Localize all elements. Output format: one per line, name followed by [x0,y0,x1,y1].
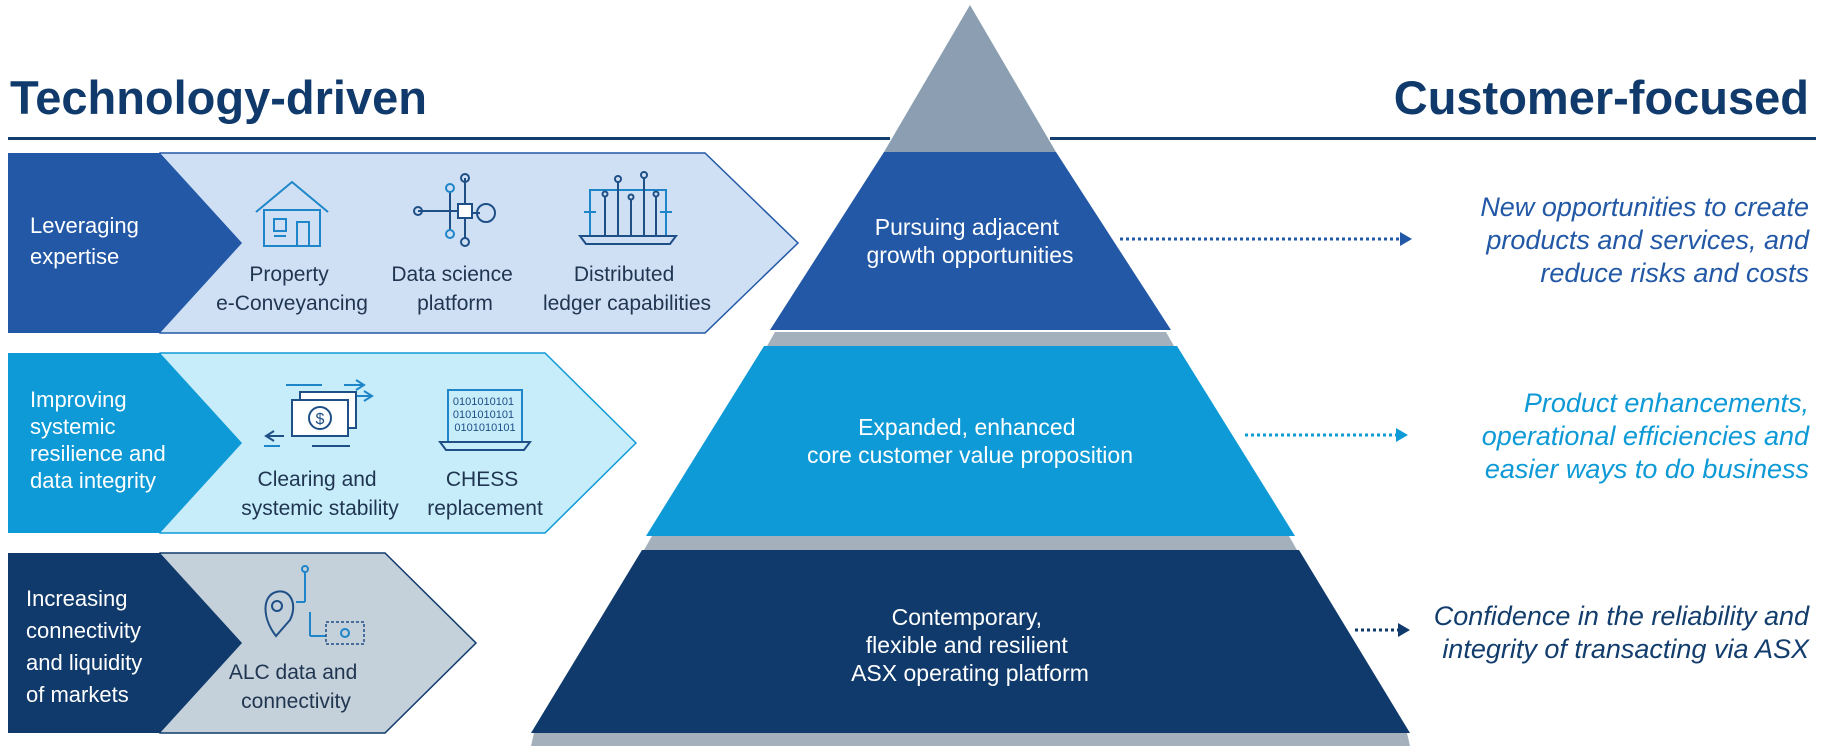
svg-text:Distributed ledger capab: Distributed ledger capabilities [543,263,711,315]
item-caption-line: CHESS [446,468,518,491]
binary-laptop-icon: 0101010101 0101010101 0101010101 [438,389,532,451]
item-caption-line: connectivity [241,690,351,713]
money-transfer-icon: $ [264,379,374,447]
row-2-label-line: systemic [30,414,116,439]
binary-text-line: 0101010101 [453,409,514,421]
arrowhead-middle [1396,428,1408,442]
outcome-arrows [1120,237,1402,632]
row-3-label-line: connectivity [26,618,141,643]
divider-right [1050,137,1816,140]
svg-text:Leveraging expertise: Leveraging expertise [30,213,145,269]
item-caption-line: Clearing and [258,468,377,491]
svg-text:ALC data and connectivit: ALC data and connectivity [229,661,363,713]
arrowhead-top [1400,232,1412,246]
row-3-label-line: and liquidity [26,650,142,675]
outcome-line: Product enhancements, [1523,388,1809,418]
outcome-line: operational efficiencies and [1481,421,1809,451]
svg-text:Increasing connectivity: Increasing connectivity and liquidity of… [26,586,148,707]
svg-text:Data science platform: Data science platform [391,263,518,315]
item-caption-line: Data science [391,263,512,286]
row-1-label-line: expertise [30,244,119,269]
outcome-line: reduce risks and costs [1540,258,1809,288]
pyramid-tier-label-line: growth opportunities [866,242,1073,268]
binary-text-line: 0101010101 [454,422,515,434]
pyramid-tier-middle [646,346,1295,536]
outcome-line: integrity of transacting via ASX [1442,634,1809,664]
row-3-label-line: of markets [26,682,129,707]
heading-technology-driven: Technology-driven [10,71,427,124]
outcome-line: New opportunities to create [1480,192,1809,222]
divider-left [8,137,890,140]
svg-text:$: $ [316,411,325,428]
row-2-label-panel [8,353,242,533]
row-1-label-line: Leveraging [30,213,139,238]
item-caption-line: replacement [427,497,543,520]
outcome-enhancements: Product enhancements, operational effici… [1482,387,1809,486]
svg-text:0101010101 0101010101: 0101010101 0101010101 0101010101 [453,396,517,434]
pyramid-tier-label-line: flexible and resilient [866,632,1069,658]
row-2-label-line: Improving [30,387,127,412]
outcome-line: Confidence in the reliability and [1433,601,1809,631]
row-increasing-connectivity: Increasing connectivity and liquidity of… [8,552,478,734]
outcome-line: products and services, and [1486,225,1809,255]
row-2-label-line: resilience and [30,441,166,466]
row-improving-resilience: Improving systemic resilience and data i… [8,352,638,534]
arrowhead-bottom [1398,623,1410,637]
item-caption-line: Distributed [574,263,674,286]
location-data-icon [264,565,365,645]
row-2-label-line: data integrity [30,468,156,493]
pyramid-tier-label-line: Pursuing adjacent [875,214,1060,240]
item-caption-line: systemic stability [241,497,399,520]
row-leveraging-expertise: Leveraging expertise Property e-Conveyan… [8,152,800,334]
svg-text:CHESS replacement: CHESS replacement [427,468,543,520]
row-3-label-panel [8,553,242,733]
svg-text:Pursuing adjacent growth: Pursuing adjacent growth opportunities [866,214,1073,268]
circuit-key-icon [413,173,496,247]
pyramid-tier-label-line: Contemporary, [892,604,1042,630]
pyramid-separator [767,332,1174,346]
svg-text:Clearing and systemic st: Clearing and systemic stability [241,468,399,520]
pyramid-tier-label-line: core customer value proposition [807,442,1133,468]
item-caption-line: ALC data and [229,661,357,684]
heading-customer-focused: Customer-focused [1393,71,1809,124]
house-icon [255,180,329,247]
svg-text:Property e-Conveyancing: Property e-Conveyancing [216,263,368,315]
pyramid: Pursuing adjacent growth opportunities E… [531,5,1410,746]
svg-text:Improving systemic: Improving systemic resilience and data i… [30,387,172,493]
pyramid-separator [644,536,1297,550]
pyramid-separator [531,733,1410,746]
pyramid-tier-label-line: ASX operating platform [851,660,1089,686]
outcome-confidence: Confidence in the reliability and integr… [1434,600,1809,666]
svg-text:Contemporary, flexible a: Contemporary, flexible and resilient ASX… [851,604,1089,686]
pyramid-apex [884,5,1056,152]
outcome-growth: New opportunities to create products and… [1480,191,1809,290]
row-1-label-panel [8,153,242,333]
pyramid-tier-label-line: Expanded, enhanced [858,414,1075,440]
outcome-line: easier ways to do business [1484,454,1809,484]
binary-text-line: 0101010101 [453,396,514,408]
row-3-label-line: Increasing [26,586,128,611]
laptop-circuit-icon [578,171,678,245]
pyramid-tier-bottom [531,550,1410,733]
svg-text:Expanded, enhanced core: Expanded, enhanced core customer value p… [807,414,1133,468]
item-caption-line: Property [249,263,329,286]
item-caption-line: platform [417,292,493,315]
item-caption-line: e-Conveyancing [216,292,368,315]
pyramid-tier-top [770,152,1171,330]
item-caption-line: ledger capabilities [543,292,711,315]
